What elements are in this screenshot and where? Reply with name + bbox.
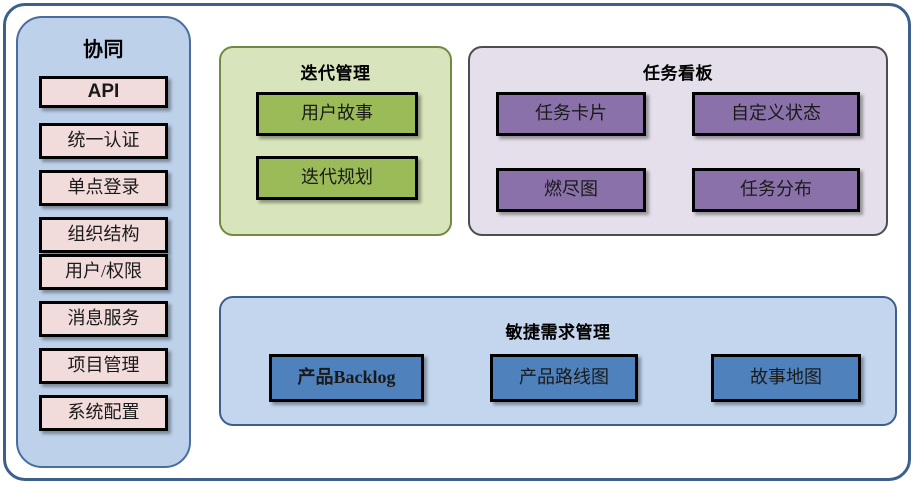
iteration-item-user-story[interactable]: 用户故事 — [256, 92, 418, 136]
sidebar-item-api[interactable]: API — [39, 76, 168, 108]
sidebar-item-single-sign-on[interactable]: 单点登录 — [39, 170, 168, 206]
panel-iteration-management-title: 迭代管理 — [300, 64, 371, 83]
panel-collaboration[interactable]: 协同 API 统一认证 单点登录 组织结构 用户/权限 消息服务 项目管理 系统… — [16, 16, 191, 468]
panel-task-board[interactable]: 任务看板 任务卡片 自定义状态 燃尽图 任务分布 — [468, 46, 888, 236]
panel-collaboration-title: 协同 — [83, 39, 124, 61]
taskboard-item-burndown-chart[interactable]: 燃尽图 — [496, 168, 646, 212]
sidebar-item-message-service[interactable]: 消息服务 — [39, 301, 168, 337]
sidebar-item-project-management[interactable]: 项目管理 — [39, 348, 168, 384]
taskboard-item-task-distribution[interactable]: 任务分布 — [692, 168, 860, 212]
panel-task-board-title: 任务看板 — [643, 64, 713, 83]
panel-agile-requirements[interactable]: 敏捷需求管理 产品Backlog 产品路线图 故事地图 — [219, 296, 897, 426]
sidebar-item-unified-auth[interactable]: 统一认证 — [39, 123, 168, 159]
taskboard-item-task-card[interactable]: 任务卡片 — [496, 92, 646, 136]
sidebar-item-org-structure[interactable]: 组织结构 — [39, 217, 168, 253]
iteration-item-iteration-planning[interactable]: 迭代规划 — [256, 156, 418, 200]
requirements-item-product-roadmap[interactable]: 产品路线图 — [490, 354, 638, 402]
taskboard-item-custom-status[interactable]: 自定义状态 — [692, 92, 860, 136]
panel-iteration-management[interactable]: 迭代管理 用户故事 迭代规划 — [219, 46, 452, 236]
panel-agile-requirements-title: 敏捷需求管理 — [505, 323, 611, 342]
requirements-item-story-map[interactable]: 故事地图 — [711, 354, 861, 402]
sidebar-item-user-permission[interactable]: 用户/权限 — [39, 254, 168, 290]
requirements-item-product-backlog[interactable]: 产品Backlog — [269, 354, 424, 402]
sidebar-item-system-config[interactable]: 系统配置 — [39, 395, 168, 431]
